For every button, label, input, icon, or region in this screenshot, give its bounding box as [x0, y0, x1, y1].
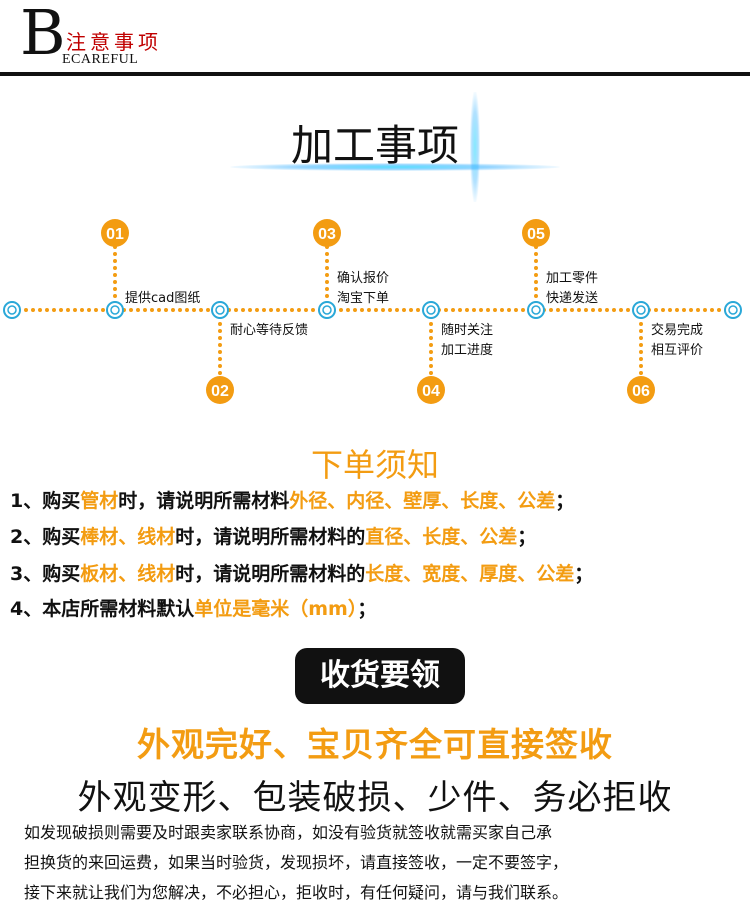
header-title: 注意事项 [66, 30, 162, 54]
notice-item: 1、购买管材时，请说明所需材料外径、内径、壁厚、长度、公差； [10, 486, 574, 513]
notice-text: 时，请说明所需材料的 [175, 526, 366, 548]
step-label: 交易完成 [651, 322, 703, 338]
notice-highlight: 棒材、线材 [80, 526, 176, 548]
notice-text: 4、本店所需材料默认 [10, 598, 195, 620]
step-badge [101, 219, 129, 247]
step-number: 04 [422, 383, 440, 400]
timeline-node-inner [7, 305, 17, 315]
notice-text: ； [555, 490, 575, 512]
notice-text: ； [357, 598, 377, 620]
step-label: 确认报价 [337, 271, 389, 286]
timeline-node-inner [636, 305, 646, 315]
timeline-node-inner [215, 305, 225, 315]
notice-highlight: 长度、宽度、厚度、公差 [365, 563, 575, 585]
notice-text: 2、购买 [10, 526, 81, 548]
step-badge [522, 219, 550, 247]
step-number: 02 [211, 383, 229, 400]
notice-text: 时，请说明所需材料 [118, 490, 290, 512]
step-label: 快递发送 [546, 290, 598, 306]
step-number: 01 [106, 226, 124, 243]
header-subtitle: ECAREFUL [62, 52, 139, 67]
timeline-node-inner [531, 305, 541, 315]
notice-text: ； [517, 526, 537, 548]
header-logo-letter: B [20, 0, 66, 69]
step-number: 03 [318, 226, 336, 243]
notice-text: ； [574, 563, 594, 585]
notice-text: 时，请说明所需材料的 [175, 563, 366, 585]
reject-slogan: 外观变形、包装破损、少件、务必拒收 [77, 778, 673, 818]
step-badge [206, 376, 234, 404]
notice-title: 下单须知 [310, 446, 439, 484]
notice-highlight: 单位是毫米（mm） [194, 598, 358, 620]
receipt-paragraph-line: 接下来就让我们为您解决，不必担心，拒收时，有任何疑问，请与我们联系。 [24, 883, 569, 902]
step-label: 加工进度 [441, 342, 493, 358]
notice-highlight: 管材 [80, 490, 119, 512]
step-label: 加工零件 [546, 271, 598, 286]
notice-text: 3、购买 [10, 563, 81, 585]
notice-item: 2、购买棒材、线材时，请说明所需材料的直径、长度、公差； [10, 522, 536, 549]
receipt-paragraph-line: 担换货的来回运费，如果当时验货，发现损坏，请直接签收，一定不要签字， [24, 853, 569, 872]
step-label: 提供cad图纸 [125, 290, 200, 306]
step-badge [417, 376, 445, 404]
step-label: 淘宝下单 [337, 291, 389, 306]
step-label: 随时关注 [441, 323, 493, 338]
step-number: 05 [527, 226, 545, 243]
title-glow-vertical [470, 92, 480, 202]
notice-item: 4、本店所需材料默认单位是毫米（mm）； [10, 594, 376, 621]
step-label: 耐心等待反馈 [230, 322, 308, 338]
process-title: 加工事项 [290, 121, 459, 170]
step-label: 相互评价 [651, 343, 703, 358]
title-glow-horizontal [230, 163, 560, 171]
notice-highlight: 板材、线材 [80, 563, 176, 585]
header-divider [0, 72, 750, 76]
receipt-paragraph-line: 如发现破损则需要及时跟卖家联系协商，如没有验货就签收就需买家自己承 [24, 823, 553, 842]
step-number: 06 [632, 383, 650, 400]
notice-highlight: 直径、长度、公差 [365, 526, 518, 548]
timeline-node-inner [728, 305, 738, 315]
accept-slogan: 外观完好、宝贝齐全可直接签收 [137, 725, 613, 764]
notice-text: 1、购买 [10, 490, 81, 512]
step-badge [313, 219, 341, 247]
notice-highlight: 外径、内径、壁厚、长度、公差 [289, 490, 556, 512]
receipt-title-box [295, 648, 465, 704]
receipt-title: 收货要领 [320, 658, 440, 693]
step-badge [627, 376, 655, 404]
timeline-node-inner [110, 305, 120, 315]
timeline-node-inner [426, 305, 436, 315]
notice-item: 3、购买板材、线材时，请说明所需材料的长度、宽度、厚度、公差； [10, 559, 593, 586]
timeline-node-inner [322, 305, 332, 315]
